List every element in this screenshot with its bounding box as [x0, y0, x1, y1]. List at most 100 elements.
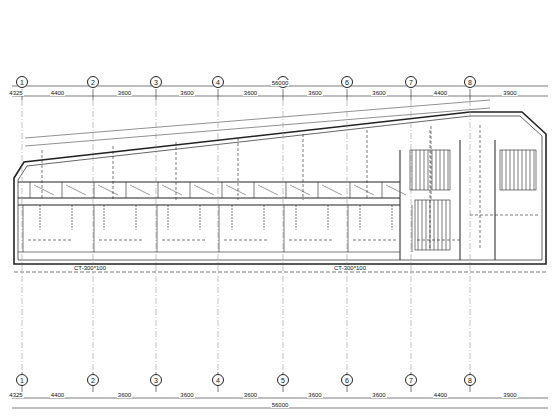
axis-number: 6 — [345, 79, 349, 86]
plan-stroke — [28, 240, 72, 241]
plan-stroke — [136, 205, 137, 230]
axis-number: 3 — [154, 377, 158, 384]
plan-stroke — [360, 205, 361, 230]
dimension-text: 3600 — [117, 392, 132, 398]
plan-stroke — [176, 142, 177, 200]
dimension-text: 3600 — [117, 90, 132, 96]
plan-stroke — [430, 130, 431, 250]
plan-stroke — [286, 182, 287, 198]
plan-stroke — [93, 89, 94, 100]
plan-stroke — [130, 185, 150, 195]
plan-stroke — [392, 205, 393, 230]
plan-stroke — [353, 240, 397, 241]
dimension-text: 4400 — [50, 90, 65, 96]
axis-bubble: 1 — [16, 374, 28, 386]
plan-stroke — [222, 182, 223, 198]
axis-number: 8 — [468, 377, 472, 384]
plan-stroke — [416, 150, 417, 190]
axis-number: 1 — [20, 377, 24, 384]
plan-stroke — [438, 200, 439, 250]
plan-stroke — [254, 182, 255, 198]
axis-number: 7 — [409, 79, 413, 86]
plan-stroke — [284, 205, 285, 252]
plan-stroke — [190, 182, 191, 198]
dimension-text: 3600 — [307, 392, 322, 398]
plan-stroke — [218, 89, 219, 100]
plan-stroke — [168, 205, 169, 230]
plan-stroke — [434, 200, 435, 250]
plan-stroke — [66, 185, 86, 195]
plan-stroke — [232, 205, 233, 230]
plan-stroke — [226, 185, 246, 195]
plan-stroke — [290, 185, 310, 195]
axis-number: 4 — [216, 377, 220, 384]
plan-stroke — [200, 205, 201, 230]
plan-stroke — [104, 205, 105, 230]
plan-stroke — [444, 150, 445, 190]
plan-stroke — [40, 205, 41, 230]
dimension-text: 3600 — [243, 90, 258, 96]
plan-stroke — [99, 240, 143, 241]
plan-stroke — [386, 185, 406, 195]
plan-stroke — [354, 185, 374, 195]
plan-stroke — [194, 185, 214, 195]
plan-stroke — [417, 240, 461, 241]
axis-number: 7 — [409, 377, 413, 384]
plan-stroke — [218, 100, 219, 370]
plan-stroke — [510, 150, 511, 190]
plan-stroke — [296, 205, 297, 230]
plan-stroke — [470, 100, 471, 370]
plan-stroke — [157, 205, 158, 252]
axis-number: 8 — [468, 79, 472, 86]
plan-stroke — [93, 100, 94, 370]
plan-stroke — [367, 130, 368, 200]
plan-stroke — [432, 150, 433, 190]
plan-stroke — [348, 205, 349, 252]
plan-stroke — [526, 150, 527, 190]
axis-bubble: 5 — [277, 374, 289, 386]
axis-number: 4 — [216, 79, 220, 86]
plan-stroke — [446, 200, 447, 250]
plan-stroke — [514, 150, 515, 190]
plan-stroke — [522, 150, 523, 190]
tray-label: CT-300*100 — [73, 265, 107, 271]
axis-bubble: 7 — [405, 76, 417, 88]
plan-stroke — [258, 185, 278, 195]
plan-stroke — [347, 89, 348, 100]
plan-stroke — [30, 182, 31, 198]
axis-bubble: 2 — [87, 374, 99, 386]
plan-stroke — [156, 100, 157, 370]
plan-stroke — [94, 182, 95, 198]
plan-stroke — [62, 182, 63, 198]
plan-stroke — [470, 89, 471, 100]
plan-stroke — [113, 146, 114, 200]
axis-number: 5 — [281, 377, 285, 384]
axis-bubble: 4 — [212, 374, 224, 386]
plan-stroke — [34, 185, 54, 195]
axis-bubble: 2 — [87, 76, 99, 88]
dimension-text: 4325 — [8, 392, 23, 398]
plan-stroke — [518, 150, 519, 190]
dimension-text: 3600 — [371, 392, 386, 398]
plan-stroke — [502, 150, 503, 190]
axis-number: 2 — [91, 377, 95, 384]
plan-stroke — [219, 205, 220, 252]
plan-stroke — [411, 89, 412, 100]
plan-stroke — [382, 182, 383, 198]
plan-stroke — [238, 138, 239, 200]
axis-bubble: 3 — [150, 76, 162, 88]
plan-stroke — [158, 182, 159, 198]
dimension-text: 3600 — [371, 90, 386, 96]
plan-stroke — [162, 240, 206, 241]
axis-bubble: 8 — [464, 374, 476, 386]
axis-number: 2 — [91, 79, 95, 86]
plan-stroke — [23, 205, 24, 252]
plan-stroke — [424, 150, 425, 190]
axis-bubble: 7 — [405, 374, 417, 386]
plan-stroke — [42, 150, 43, 200]
plan-stroke — [412, 150, 413, 190]
plan-stroke — [224, 240, 268, 241]
tray-label: CT-300*100 — [333, 265, 367, 271]
